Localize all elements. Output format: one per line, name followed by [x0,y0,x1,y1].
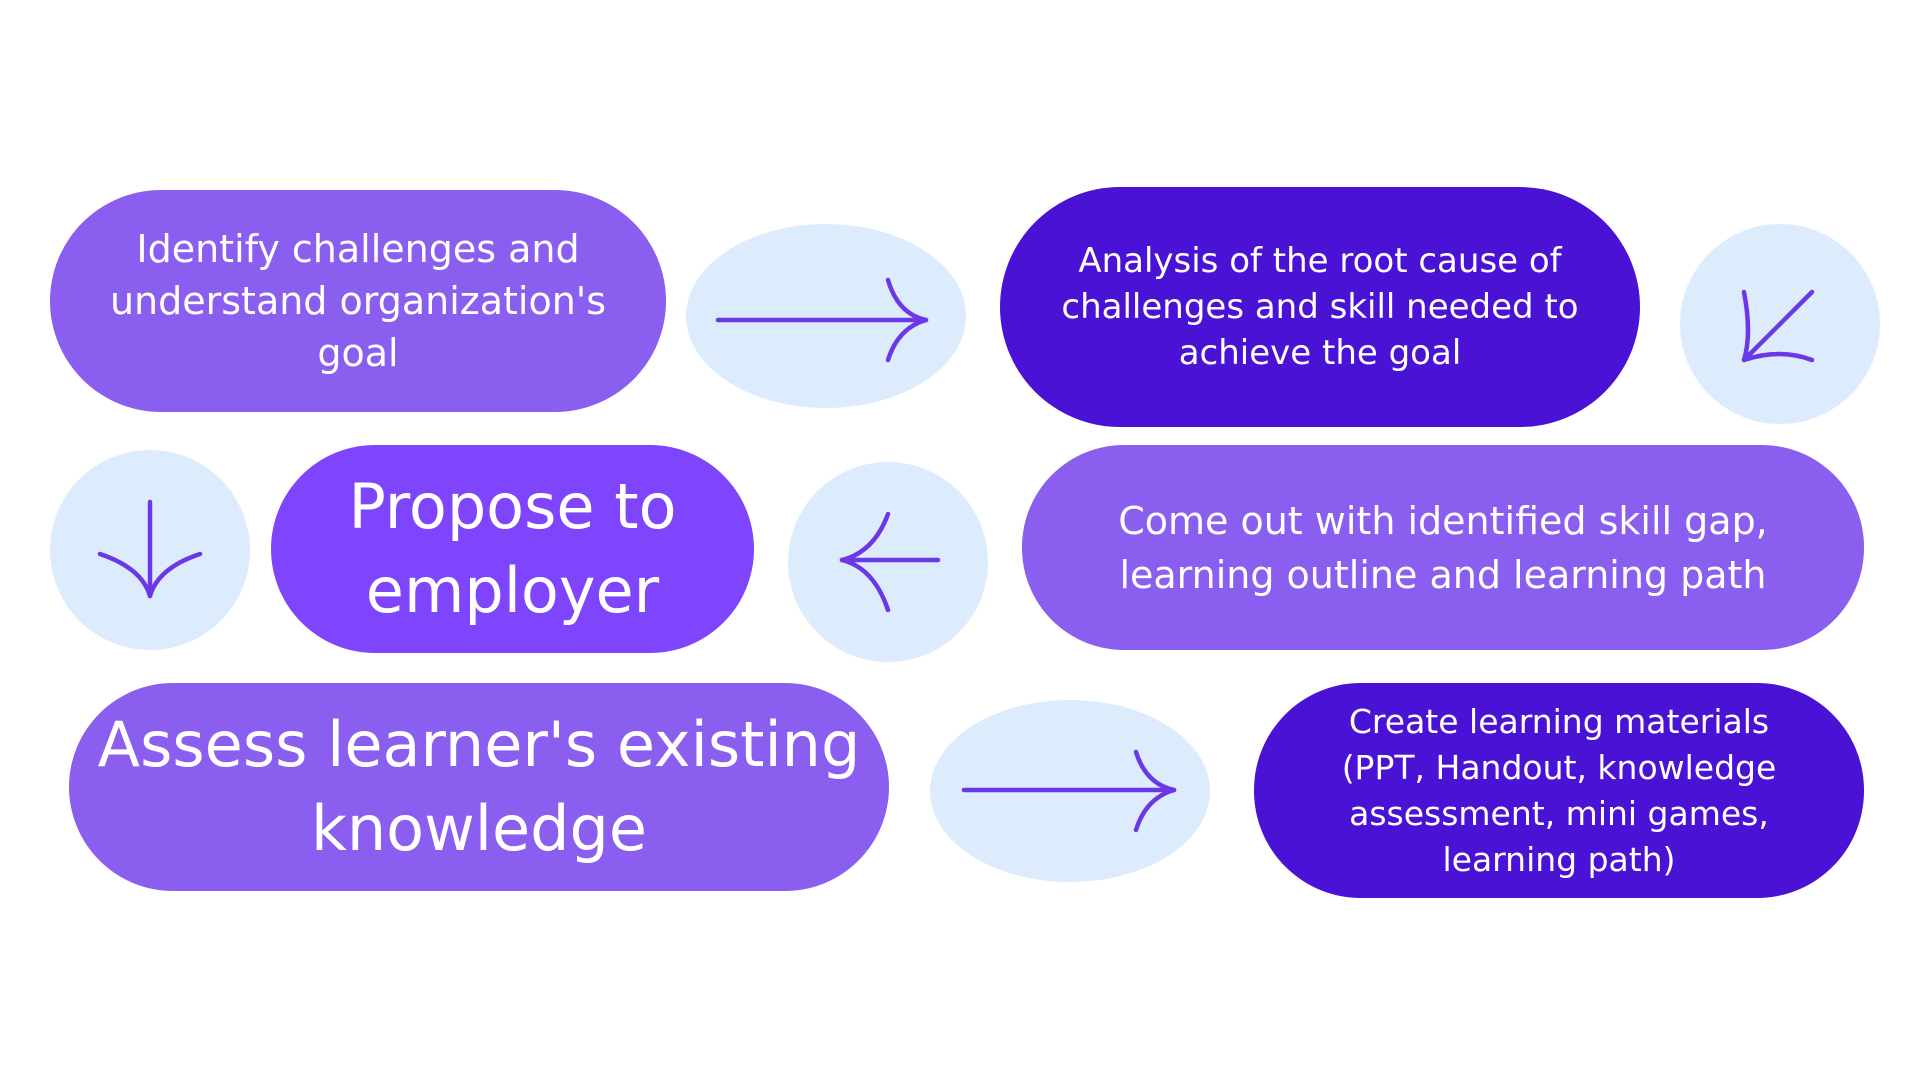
arrow-bubble-2 [1680,224,1880,424]
arrow-bubble-3 [788,462,988,662]
step-skill-gap-label: Come out with identified skill gap, lear… [1118,498,1768,597]
arrow-left-icon [839,511,941,613]
step-assess-label: Assess learner's existing knowledge [97,708,861,865]
arrow-bubble-5 [930,700,1210,882]
arrow-down-icon [97,499,203,599]
step-create-label: Create learning materials (PPT, Handout,… [1341,701,1777,879]
arrow-bubble-4 [50,450,250,650]
arrow-right-icon [961,749,1177,833]
step-analysis-label: Analysis of the root cause of challenges… [1061,241,1579,373]
step-identify-label: Identify challenges and understand organ… [109,227,607,375]
arrow-down-left-icon [1741,289,1815,363]
step-create: Create learning materials (PPT, Handout,… [1254,683,1864,898]
step-skill-gap: Come out with identified skill gap, lear… [1022,445,1864,650]
step-assess: Assess learner's existing knowledge [69,683,889,891]
step-identify: Identify challenges and understand organ… [50,190,666,412]
step-analysis: Analysis of the root cause of challenges… [1000,187,1640,427]
arrow-right-icon [715,277,929,363]
step-propose: Propose to employer [271,445,754,653]
arrow-bubble-1 [686,224,966,408]
step-propose-label: Propose to employer [348,470,677,627]
